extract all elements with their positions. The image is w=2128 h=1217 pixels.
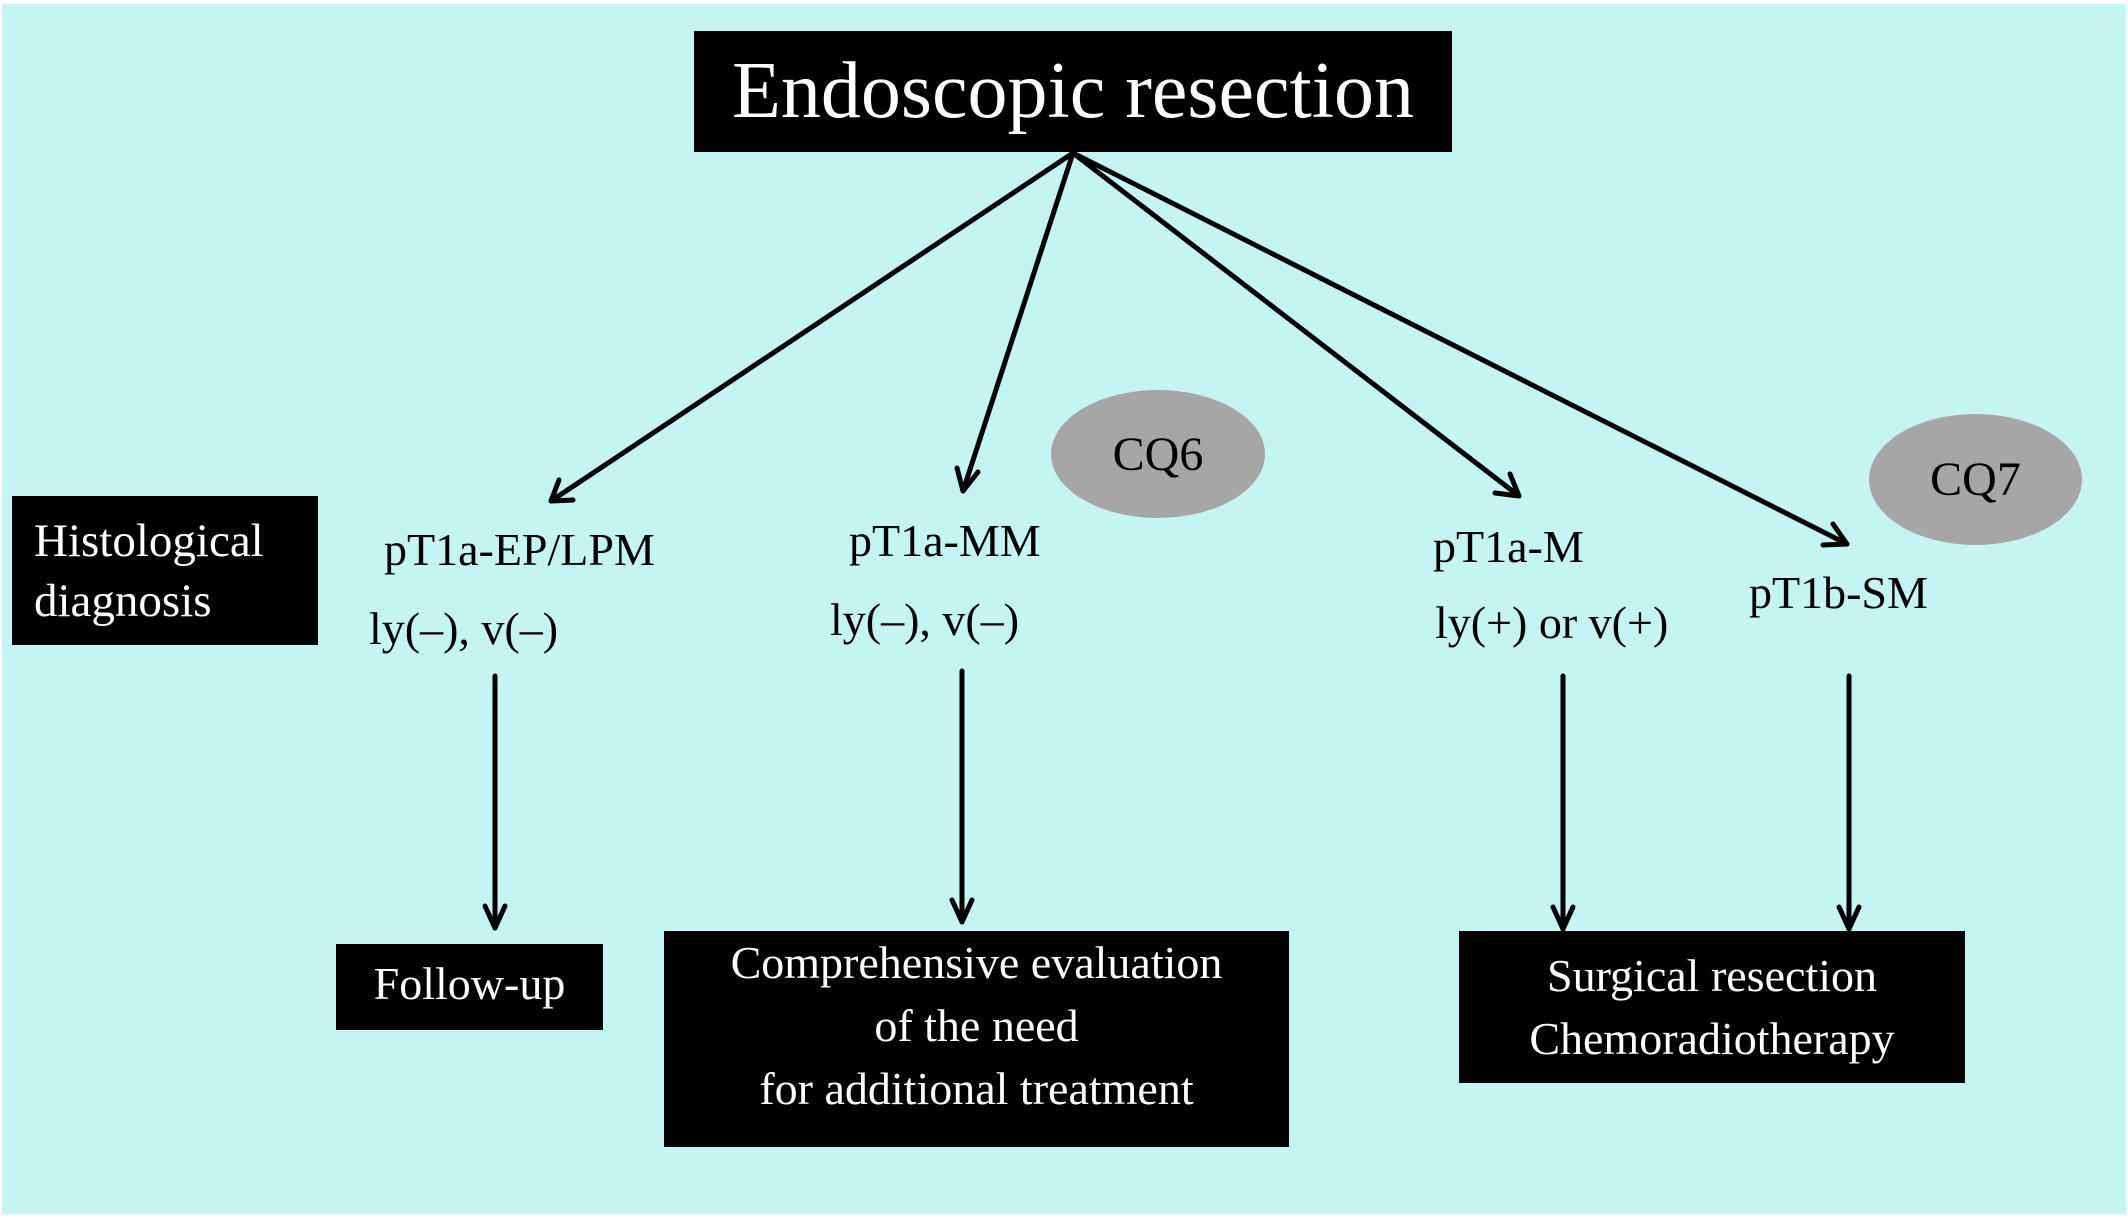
arrow-to-ep-lpm: [548, 150, 1076, 504]
condition-m: ly(+) or v(+): [1435, 597, 1669, 648]
follow-up-text: Follow-up: [373, 957, 566, 1009]
condition-ep-lpm: ly(–), v(–): [369, 603, 559, 654]
arrowhead-ep-lpm: [548, 477, 576, 504]
condition-mm: ly(–), v(–): [830, 594, 1020, 645]
side-label-line2: diagnosis: [34, 574, 212, 627]
surgical-line1: Surgical resection: [1546, 950, 1877, 1001]
arrow-to-sm: [1070, 150, 1850, 547]
cq7-badge: CQ7: [1869, 414, 2082, 545]
cq6-label: CQ6: [1112, 427, 1204, 481]
side-label-line1: Histological: [34, 514, 264, 567]
arrowhead-comprehensive: [949, 897, 975, 925]
arrow-to-m: [1070, 150, 1522, 499]
arrowhead-sm: [1820, 521, 1850, 548]
diagnosis-ep-lpm: pT1a-EP/LPM: [384, 524, 655, 575]
surgical-line2: Chemoradiotherapy: [1529, 1013, 1895, 1064]
follow-up-box: Follow-up: [336, 944, 603, 1030]
arrowhead-surgical-left: [1550, 904, 1576, 932]
histological-diagnosis-box: Histological diagnosis: [12, 496, 318, 645]
diagnosis-mm: pT1a-MM: [849, 515, 1041, 566]
comprehensive-line2: of the need: [874, 1000, 1079, 1051]
arrowhead-followup: [482, 903, 508, 931]
title-text: Endoscopic resection: [732, 47, 1414, 135]
comprehensive-line1: Comprehensive evaluation: [730, 937, 1223, 988]
diagnosis-sm: pT1b-SM: [1749, 567, 1928, 618]
endoscopic-resection-box: Endoscopic resection: [694, 31, 1452, 152]
comprehensive-line3: for additional treatment: [759, 1063, 1194, 1114]
diagnosis-m: pT1a-M: [1433, 521, 1584, 572]
surgical-resection-box: Surgical resection Chemoradiotherapy: [1459, 931, 1965, 1083]
cq7-label: CQ7: [1930, 453, 2021, 506]
arrowhead-surgical-right: [1836, 904, 1862, 932]
arrowhead-m: [1492, 471, 1522, 499]
comprehensive-evaluation-box: Comprehensive evaluation of the need for…: [664, 931, 1289, 1147]
arrow-to-mm: [960, 150, 1076, 494]
cq6-badge: CQ6: [1051, 390, 1265, 518]
arrowhead-mm: [954, 465, 981, 494]
